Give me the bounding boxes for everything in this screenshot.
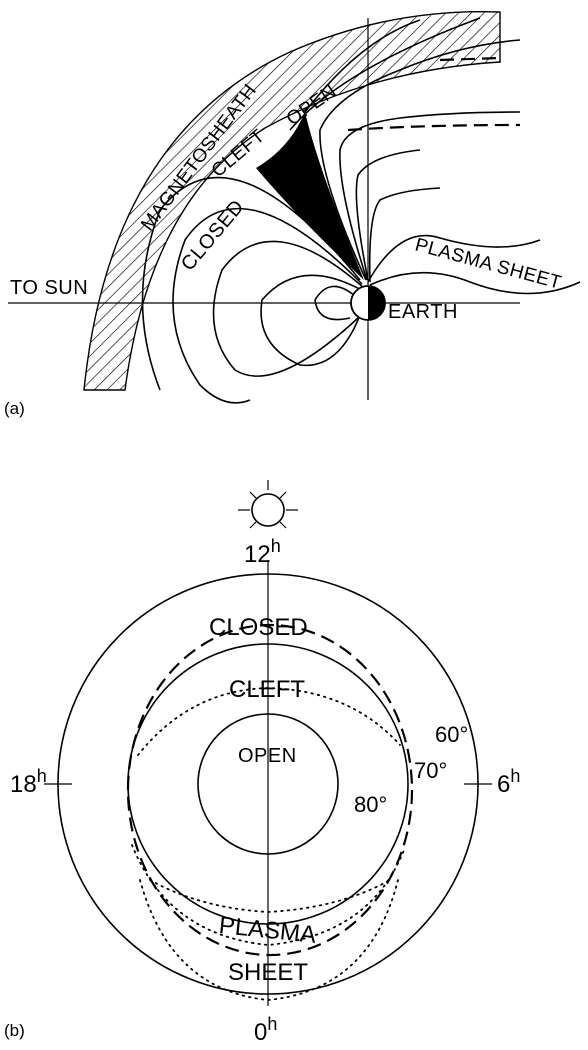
panel-b: CLOSED CLEFT OPEN PLASMA SHEET 60° 70° 8… — [4, 480, 520, 1046]
open-field-line — [289, 17, 481, 131]
plasma-sheet-line — [367, 234, 541, 283]
panel-b-label: (b) — [4, 1021, 25, 1040]
earth-symbol — [350, 285, 386, 321]
svg-text:12h: 12h — [244, 536, 281, 568]
svg-text:18h: 18h — [10, 766, 47, 798]
closed-region-label: CLOSED — [209, 614, 308, 641]
cleft-oval-dashed — [126, 623, 414, 957]
small-inner-loop — [314, 285, 356, 321]
latitude-80-label: 80° — [354, 792, 387, 817]
earth-label: EARTH — [388, 301, 458, 323]
neutral-sheet-dashed — [347, 123, 521, 132]
open-field-line — [368, 187, 441, 283]
plasma-sheet-line — [369, 271, 581, 295]
sheath-tail-dashed — [439, 56, 501, 62]
plasma-region-label: PLASMA — [218, 912, 318, 949]
open-region-label: OPEN — [238, 745, 297, 767]
closed-field-line — [212, 240, 365, 377]
panel-a-label: (a) — [4, 399, 25, 418]
cleft-boundary-dotted — [137, 687, 401, 756]
closed-field-line — [260, 274, 366, 367]
cleft-region-label: CLEFT — [229, 676, 305, 703]
open-field-line — [319, 39, 521, 281]
closed-field-line — [141, 176, 361, 391]
open-field-line — [304, 19, 421, 113]
svg-text:0h: 0h — [254, 1014, 277, 1046]
cleft-region — [256, 112, 364, 280]
hour-label-midnight: 0h — [254, 1014, 277, 1046]
open-field-line — [355, 149, 421, 281]
closed-field-line — [172, 207, 363, 404]
to-sun-label: TO SUN — [10, 277, 88, 299]
hour-label-dusk: 18h — [10, 766, 47, 798]
hour-label-noon: 12h — [244, 536, 281, 568]
plasma-sheet-outer-dotted — [139, 879, 399, 1001]
sheet-region-label: SHEET — [228, 959, 308, 986]
plasma-sheet-inner-dotted — [149, 879, 391, 913]
plasma-sheet-label: PLASMA SHEET — [413, 235, 564, 294]
plasma-sheet-boundary-dotted — [131, 844, 405, 946]
panel-a: MAGNETOSHEATH CLEFT OPEN CLOSED PLASMA S… — [4, 10, 581, 418]
open-field-line — [339, 111, 521, 281]
latitude-70-label: 70° — [414, 758, 447, 783]
sun-icon — [238, 480, 298, 529]
svg-text:6h: 6h — [497, 766, 520, 798]
latitude-60-label: 60° — [435, 722, 468, 747]
hour-label-dawn: 6h — [497, 766, 520, 798]
